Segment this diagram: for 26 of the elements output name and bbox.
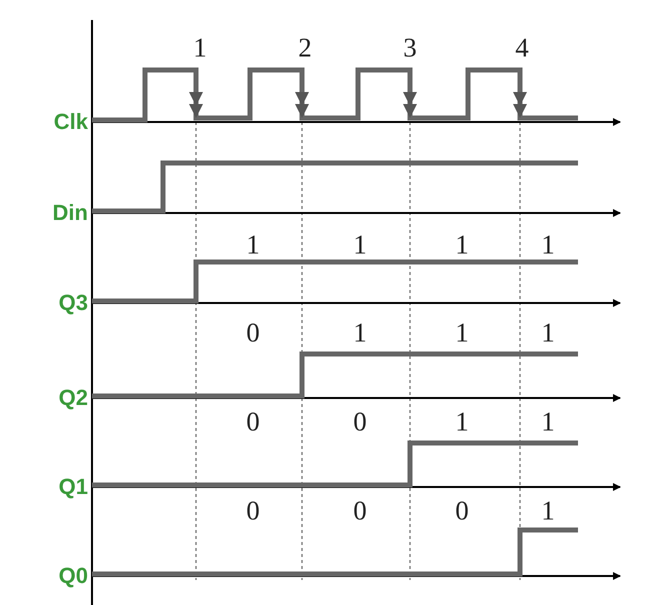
bit-value: 1 [541, 232, 555, 258]
signal-name: Q3 [58, 292, 88, 314]
bit-value: 1 [455, 408, 469, 436]
signal-name: Q0 [58, 565, 88, 587]
bit-value: 1 [541, 320, 555, 346]
bit-value: 1 [353, 320, 367, 346]
bit-value: 1 [541, 498, 555, 524]
clock-pulse-number: 2 [298, 34, 312, 62]
bit-value: 0 [246, 408, 260, 436]
bit-value: 1 [541, 408, 555, 436]
bit-value: 0 [353, 498, 367, 524]
bit-value: 1 [455, 320, 469, 346]
bit-value: 0 [353, 408, 367, 436]
bit-value: 0 [455, 498, 469, 524]
bit-value: 1 [455, 232, 469, 258]
signal-name: Din [52, 202, 88, 224]
bit-value: 1 [246, 232, 260, 258]
bit-value: 1 [353, 232, 367, 258]
clock-pulse-number: 4 [515, 34, 529, 62]
bit-value: 0 [246, 320, 260, 346]
signal-name: Clk [54, 111, 88, 133]
clock-pulse-number: 1 [193, 34, 207, 62]
signal-name: Q1 [58, 476, 88, 498]
signal-name: Q2 [58, 387, 88, 409]
bit-value: 0 [246, 498, 260, 524]
clock-pulse-number: 3 [403, 34, 417, 62]
